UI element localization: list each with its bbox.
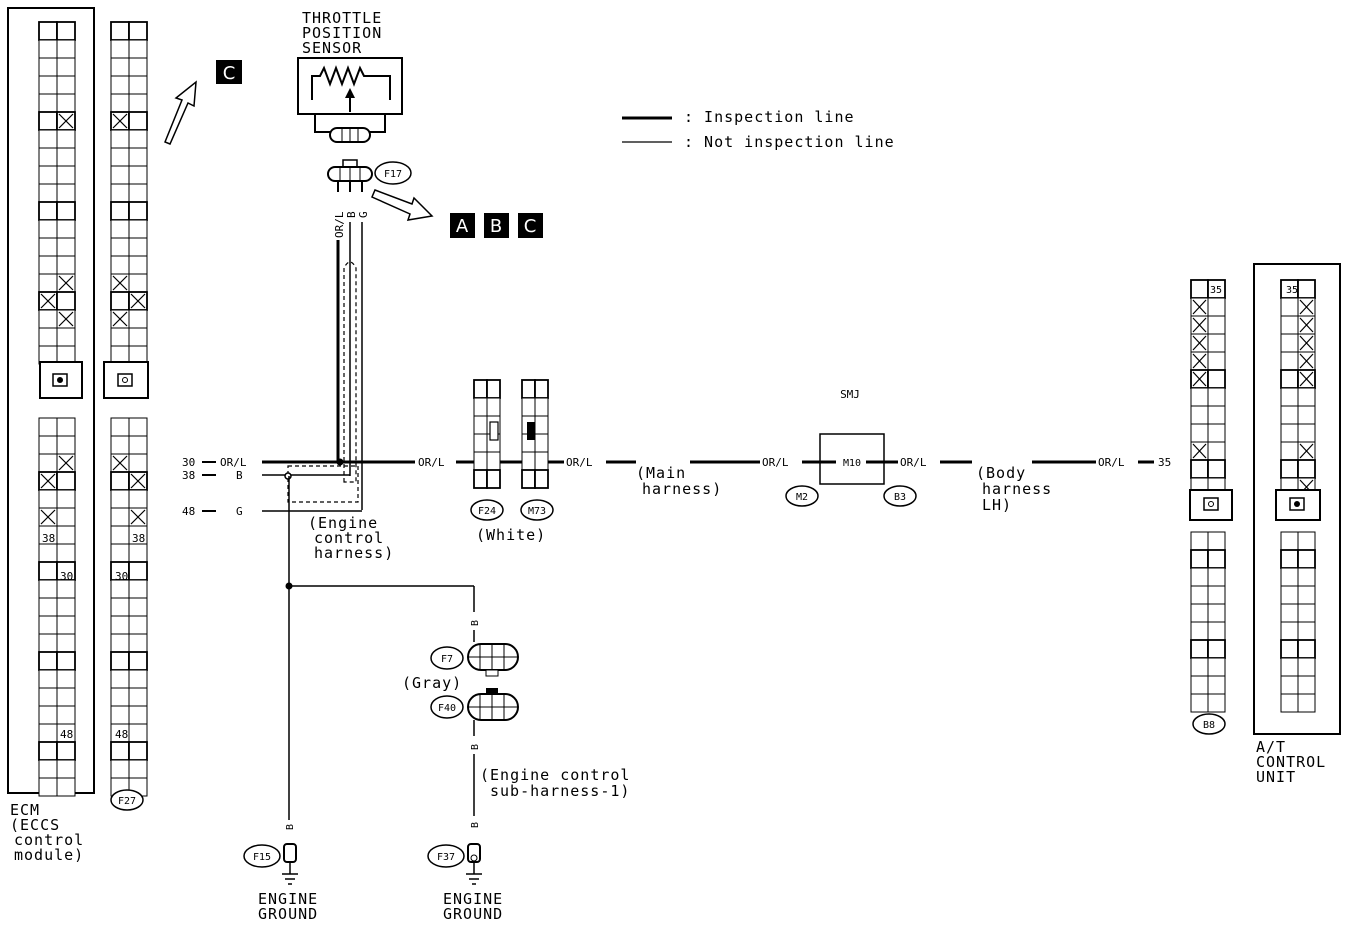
svg-text:sub-harness-1): sub-harness-1) — [490, 782, 630, 800]
svg-text:OR/L: OR/L — [220, 456, 247, 469]
main-harness-label: (Main — [636, 464, 686, 482]
m73-badge — [520, 499, 554, 521]
svg-text:UNIT: UNIT — [1256, 768, 1296, 786]
svg-text:B: B — [470, 744, 481, 750]
svg-text:harness): harness) — [314, 544, 394, 562]
svg-text:M10: M10 — [843, 458, 861, 469]
body-harness-label: (Body — [976, 464, 1026, 482]
m73-connector — [521, 379, 549, 489]
f27-pin-30: 30 — [115, 570, 128, 583]
ecm-ref-c — [216, 60, 242, 84]
ref-a — [450, 213, 475, 238]
svg-text:B: B — [470, 620, 481, 626]
svg-text:F15: F15 — [253, 852, 271, 863]
ecm-pin-38: 38 — [42, 532, 55, 545]
svg-text:F17: F17 — [384, 169, 402, 180]
f27-connector-grid — [110, 21, 148, 797]
svg-text:B: B — [490, 216, 502, 237]
ecm-connector-grid — [38, 21, 76, 797]
smj-box — [819, 433, 885, 485]
f37-badge — [427, 844, 465, 868]
f17-badge — [374, 161, 412, 185]
legend-inspection: : Inspection line — [684, 108, 855, 126]
sensor-box — [297, 57, 403, 115]
sub-harness-label: (Engine control — [480, 766, 630, 784]
svg-text:M2: M2 — [796, 492, 808, 503]
svg-text:F7: F7 — [441, 654, 453, 665]
at-connector-grid — [1280, 279, 1316, 713]
f27-pin-38: 38 — [132, 532, 145, 545]
at-unit-frame — [1253, 263, 1341, 735]
ref-c — [518, 213, 543, 238]
m2-badge — [785, 485, 819, 507]
sensor-title: THROTTLE — [302, 9, 382, 27]
svg-text:35: 35 — [1210, 285, 1222, 296]
f15-badge — [243, 844, 281, 868]
at-unit-label: A/T — [1256, 738, 1286, 756]
svg-text:B8: B8 — [1203, 720, 1215, 731]
b3-badge — [883, 485, 917, 507]
svg-text:F27: F27 — [118, 796, 136, 807]
svg-text:G: G — [236, 505, 243, 518]
svg-text:C: C — [524, 216, 537, 237]
svg-text:35: 35 — [1158, 456, 1171, 469]
svg-text:B: B — [285, 824, 296, 830]
f27-pin-48: 48 — [115, 728, 128, 741]
b8-connector-grid — [1190, 279, 1226, 713]
svg-text:CONTROL: CONTROL — [1256, 753, 1326, 771]
sensor-wire-b: B — [345, 211, 358, 218]
svg-text:OR/L: OR/L — [900, 456, 927, 469]
svg-text:M73: M73 — [528, 506, 546, 517]
svg-text:GROUND: GROUND — [443, 905, 503, 923]
legend-not-inspection: : Not inspection line — [684, 133, 895, 151]
f27-badge — [110, 789, 144, 811]
ecm-label-2: (ECCS — [10, 816, 60, 834]
ref-b — [484, 213, 509, 238]
svg-text:OR/L: OR/L — [566, 456, 593, 469]
svg-text:OR/L: OR/L — [1098, 456, 1125, 469]
f7-badge — [430, 646, 464, 670]
f40-badge — [430, 695, 464, 719]
ecm-wire-48: 48 — [182, 505, 195, 518]
svg-text:harness: harness — [982, 480, 1052, 498]
sensor-title-3: SENSOR — [302, 39, 362, 57]
svg-text:F24: F24 — [478, 506, 496, 517]
ecm-pin-48: 48 — [60, 728, 73, 741]
ecm-label-4: module) — [14, 846, 84, 864]
engine-harness-label: (Engine — [308, 514, 378, 532]
b8-badge — [1192, 713, 1226, 735]
ecm-ref-arrow — [164, 80, 197, 145]
svg-text:B: B — [470, 822, 481, 828]
ecm-wire-30: 30 — [182, 456, 195, 469]
ecm-pin-30: 30 — [60, 570, 73, 583]
engine-ground-left: ENGINE — [258, 890, 318, 908]
svg-text:OR/L: OR/L — [418, 456, 445, 469]
svg-text:OR/L: OR/L — [762, 456, 789, 469]
smj-label: SMJ — [840, 388, 860, 401]
svg-text:GROUND: GROUND — [258, 905, 318, 923]
ecm-wire-38: 38 — [182, 469, 195, 482]
engine-ground-right: ENGINE — [443, 890, 503, 908]
ecm-label-3: control — [14, 831, 84, 849]
svg-text:harness): harness) — [642, 480, 722, 498]
svg-text:B3: B3 — [894, 492, 906, 503]
svg-text:B: B — [236, 469, 243, 482]
svg-text:F37: F37 — [437, 852, 455, 863]
svg-text:control: control — [314, 529, 384, 547]
sensor-ref-arrow — [371, 189, 434, 221]
f24-badge — [470, 499, 504, 521]
sensor-wire-orl: OR/L — [333, 211, 346, 238]
f24-connector — [473, 379, 501, 489]
svg-text:C: C — [223, 63, 236, 84]
white-label: (White) — [476, 526, 546, 544]
svg-text:F40: F40 — [438, 703, 456, 714]
svg-text:A: A — [456, 216, 469, 237]
ecm-label: ECM — [10, 801, 40, 819]
sensor-wire-g: G — [357, 211, 370, 218]
sensor-title-2: POSITION — [302, 24, 382, 42]
svg-text:LH): LH) — [982, 496, 1012, 514]
gray-label: (Gray) — [402, 674, 462, 692]
svg-text:35: 35 — [1286, 285, 1298, 296]
